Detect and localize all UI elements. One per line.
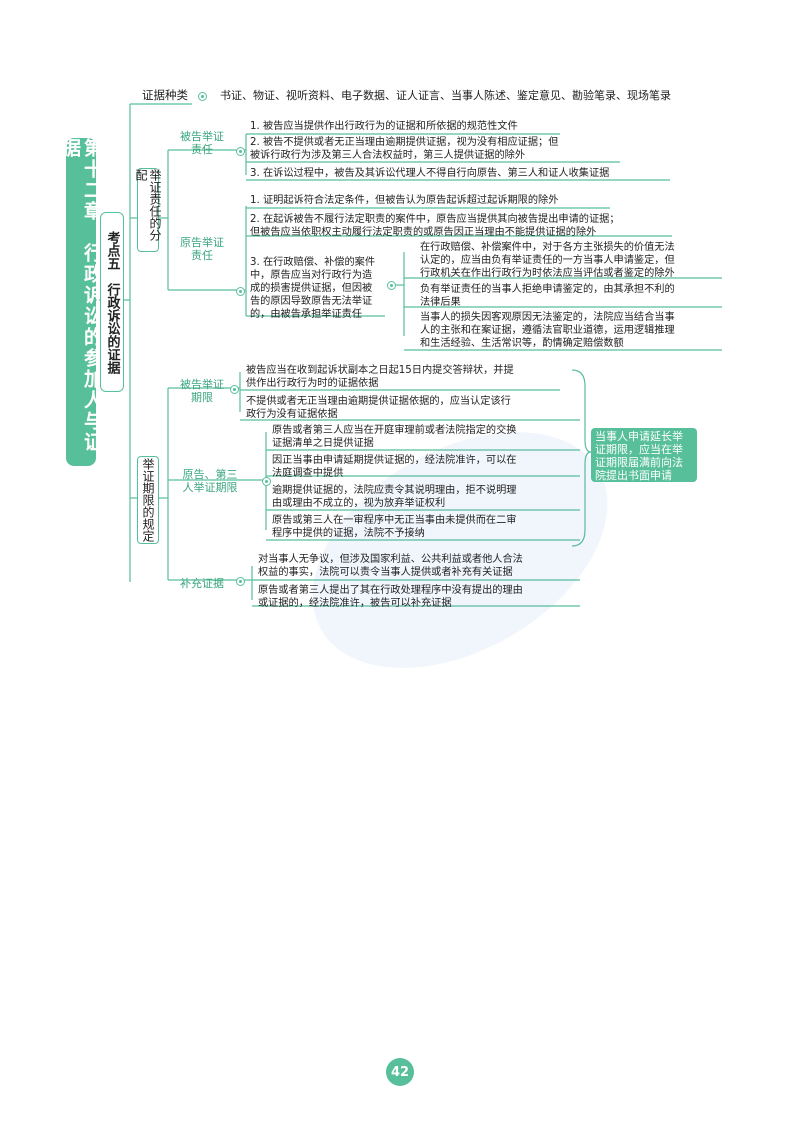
expand-toggle-icon[interactable] [236,577,245,586]
plaintiff-deadline-item-2: 因正当事由申请延期提供证据的，经法院准许，可以在 法庭调查中提供 [272,455,517,479]
plaintiff-burden-item-1: 1. 证明起诉符合法定条件，但被告认为原告起诉超过起诉期限的除外 [250,195,559,206]
burden-title: 举证责任的分配 [134,168,162,252]
plaintiff-burden-item-3: 3. 在行政赔偿、补偿的案件 中，原告应当对行政行为造 成的损害提供证据，但因被… [250,257,376,320]
extension-note: 当事人申请延长举证期限，应当在举证期限届满前向法院提出书面申请 [591,428,697,482]
item3-sub-1: 在行政赔偿、补偿案件中，对于各方主张损失的价值无法 认定的，应当由负有举证责任的… [420,242,675,279]
expand-toggle-icon[interactable] [236,287,245,296]
supplement-label: 补充证据 [180,577,224,590]
plaintiff-burden-item-2: 2. 在起诉被告不履行法定职责的案件中，原告应当提供其向被告提出申请的证据； 但… [250,214,620,238]
page-number: 42 [386,1058,414,1086]
defendant-deadline-label: 被告举证期限 [180,378,224,404]
defendant-burden-label: 被告举证责任 [180,130,224,156]
defendant-deadline-item-1: 被告应当在收到起诉状副本之日起15日内提交答辩状，并提 供作出行政行为时的证据依… [246,365,514,389]
supplement-item-1: 对当事人无争议，但涉及国家利益、公共利益或者他人合法 权益的事实，法院可以责令当… [258,554,523,578]
expand-toggle-icon[interactable] [230,385,239,394]
plaintiff-deadline-item-4: 原告或第三人在一审程序中无正当事由未提供而在二审 程序中提供的证据，法院不予接纳 [272,515,517,539]
expand-toggle-icon[interactable] [198,92,207,101]
expand-toggle-icon[interactable] [387,281,396,290]
evidence-types-text: 书证、物证、视听资料、电子数据、证人证言、当事人陈述、鉴定意见、勘验笔录、现场笔… [220,89,671,102]
defendant-burden-item-3: 3. 在诉讼过程中，被告及其诉讼代理人不得自行向原告、第三人和证人收集证据 [250,168,610,179]
plaintiff-deadline-label: 原告、第三人举证期限 [182,468,238,494]
evidence-types-label: 证据种类 [142,88,188,102]
chapter-title: 第十二章 行政诉讼的参加人与证据 [59,138,103,466]
deadline-title: 举证期限的规定 [137,456,159,544]
plaintiff-deadline-item-1: 原告或者第三人应当在开庭审理前或者法院指定的交换 证据清单之日提供证据 [272,425,517,449]
kaodian-title: 考点五 行政诉讼的证据 [100,212,124,392]
expand-toggle-icon[interactable] [236,147,245,156]
supplement-item-2: 原告或者第三人提出了其在行政处理程序中没有提出的理由 或证据的，经法院准许，被告… [258,585,523,609]
item3-sub-3: 当事人的损失因客观原因无法鉴定的，法院应当结合当事 人的主张和在案证据，遵循法官… [420,312,675,349]
defendant-burden-item-1: 1. 被告应当提供作出行政行为的证据和所依据的规范性文件 [250,121,518,132]
defendant-deadline-item-2: 不提供或者无正当理由逾期提供证据依据的，应当认定该行 政行为没有证据依据 [246,396,511,420]
expand-toggle-icon[interactable] [262,477,271,486]
defendant-burden-item-2: 2. 被告不提供或者无正当理由逾期提供证据，视为没有相应证据；但 被诉行政行为涉… [250,137,559,161]
plaintiff-deadline-item-3: 逾期提供证据的，法院应责令其说明理由，拒不说明理 由或理由不成立的，视为放弃举证… [272,485,517,509]
item3-sub-2: 负有举证责任的当事人拒绝申请鉴定的，由其承担不利的 法律后果 [420,284,675,308]
plaintiff-burden-label: 原告举证责任 [180,236,224,262]
